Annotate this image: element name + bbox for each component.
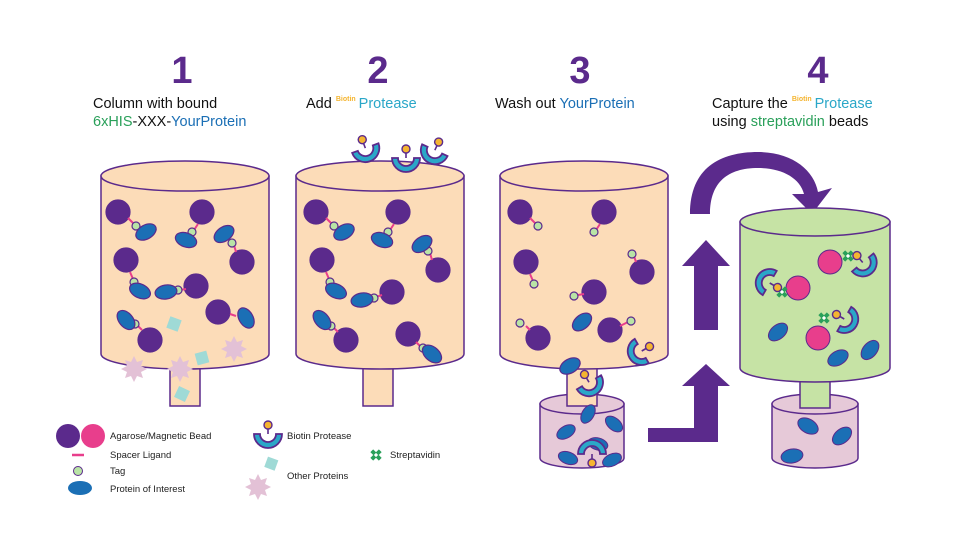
step-2-number: 2 [367,50,388,92]
step-3-number: 3 [569,50,590,92]
transfer-arrows [648,152,832,442]
legend-streptavidin-label: Streptavidin [390,450,440,461]
legend-protein: Protein of Interest [68,481,185,495]
step-4-caption-line2: using streptavidin beads [712,114,868,130]
column-1-contents [105,199,255,402]
arrow-up-lower [648,364,730,442]
legend-protein-label: Protein of Interest [110,484,185,495]
step-1-number: 1 [171,50,192,92]
step-1-linker-text: -XXX- [133,114,172,130]
step-1-protein-text: YourProtein [171,114,246,130]
step-1: 1 Column with bound 6xHIS-XXX-YourProtei… [93,50,270,407]
step-4-biotin-sup: Biotin [792,96,812,103]
step-3-caption: Wash out YourProtein [495,96,635,112]
legend-tag-label: Tag [110,466,125,477]
legend-bead-label: Agarose/Magnetic Bead [110,431,211,442]
step-3-protein-text: YourProtein [559,96,634,112]
step-1-caption-line1: Column with bound [93,96,217,112]
streptavidin-icon [370,449,382,461]
arrow-curve [690,152,832,214]
step-1-tag-text: 6xHIS [93,114,133,130]
step-4-caption-suffix: beads [825,114,869,130]
column-4 [739,207,891,409]
legend: Agarose/Magnetic Bead Spacer Ligand Tag … [56,420,440,500]
step-4-protease-text: Protease [815,96,873,112]
tube-3-contents [556,404,624,468]
legend-biotin-protease: Biotin Protease [253,420,351,449]
legend-streptavidin: Streptavidin [370,449,440,461]
legend-protease-label: Biotin Protease [287,431,351,442]
column-2-contents [303,199,451,364]
step-2-protease-text: Protease [359,96,417,112]
step-2-caption-prefix: Add [306,96,336,112]
legend-bead: Agarose/Magnetic Bead [56,424,211,448]
arrow-up-upper [682,240,730,330]
legend-other-label: Other Proteins [287,471,348,482]
step-4-number: 4 [807,50,828,92]
legend-spacer: Spacer Ligand [72,450,171,461]
legend-spacer-label: Spacer Ligand [110,450,171,461]
column-3-contents [507,199,655,375]
step-3-caption-prefix: Wash out [495,96,559,112]
column-2 [295,160,465,407]
step-2-biotin-sup: Biotin [336,96,356,103]
step-1-caption-line2: 6xHIS-XXX-YourProtein [93,114,246,130]
step-4-streptavidin-text: streptavidin [751,114,825,130]
column-4-contents [749,242,884,367]
step-3: 3 Wash out YourProtein [495,50,669,469]
step-4-caption-using: using [712,114,751,130]
tube-4-contents [780,417,853,464]
step-4-caption-prefix: Capture the [712,96,792,112]
legend-other-proteins: Other Proteins [245,456,348,500]
legend-tag: Tag [73,466,125,477]
